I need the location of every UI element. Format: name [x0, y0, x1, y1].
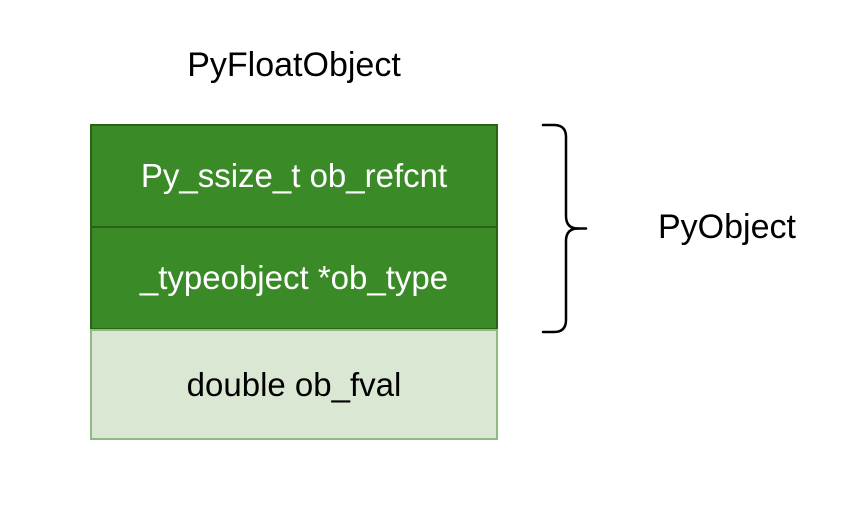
struct-field-ob-fval: double ob_fval	[90, 329, 498, 440]
struct-field-label: double ob_fval	[186, 365, 402, 403]
struct-field-ob-refcnt: Py_ssize_t ob_refcnt	[90, 124, 498, 228]
struct-field-label: _typeobject *ob_type	[139, 259, 449, 296]
struct-table: Py_ssize_t ob_refcnt _typeobject *ob_typ…	[90, 124, 498, 440]
diagram-title: PyFloatObject	[187, 46, 401, 84]
struct-field-ob-type: _typeobject *ob_type	[90, 226, 498, 330]
pyobject-label: PyObject	[658, 208, 796, 246]
right-curly-brace-icon	[541, 123, 588, 334]
struct-field-label: Py_ssize_t ob_refcnt	[140, 157, 448, 194]
